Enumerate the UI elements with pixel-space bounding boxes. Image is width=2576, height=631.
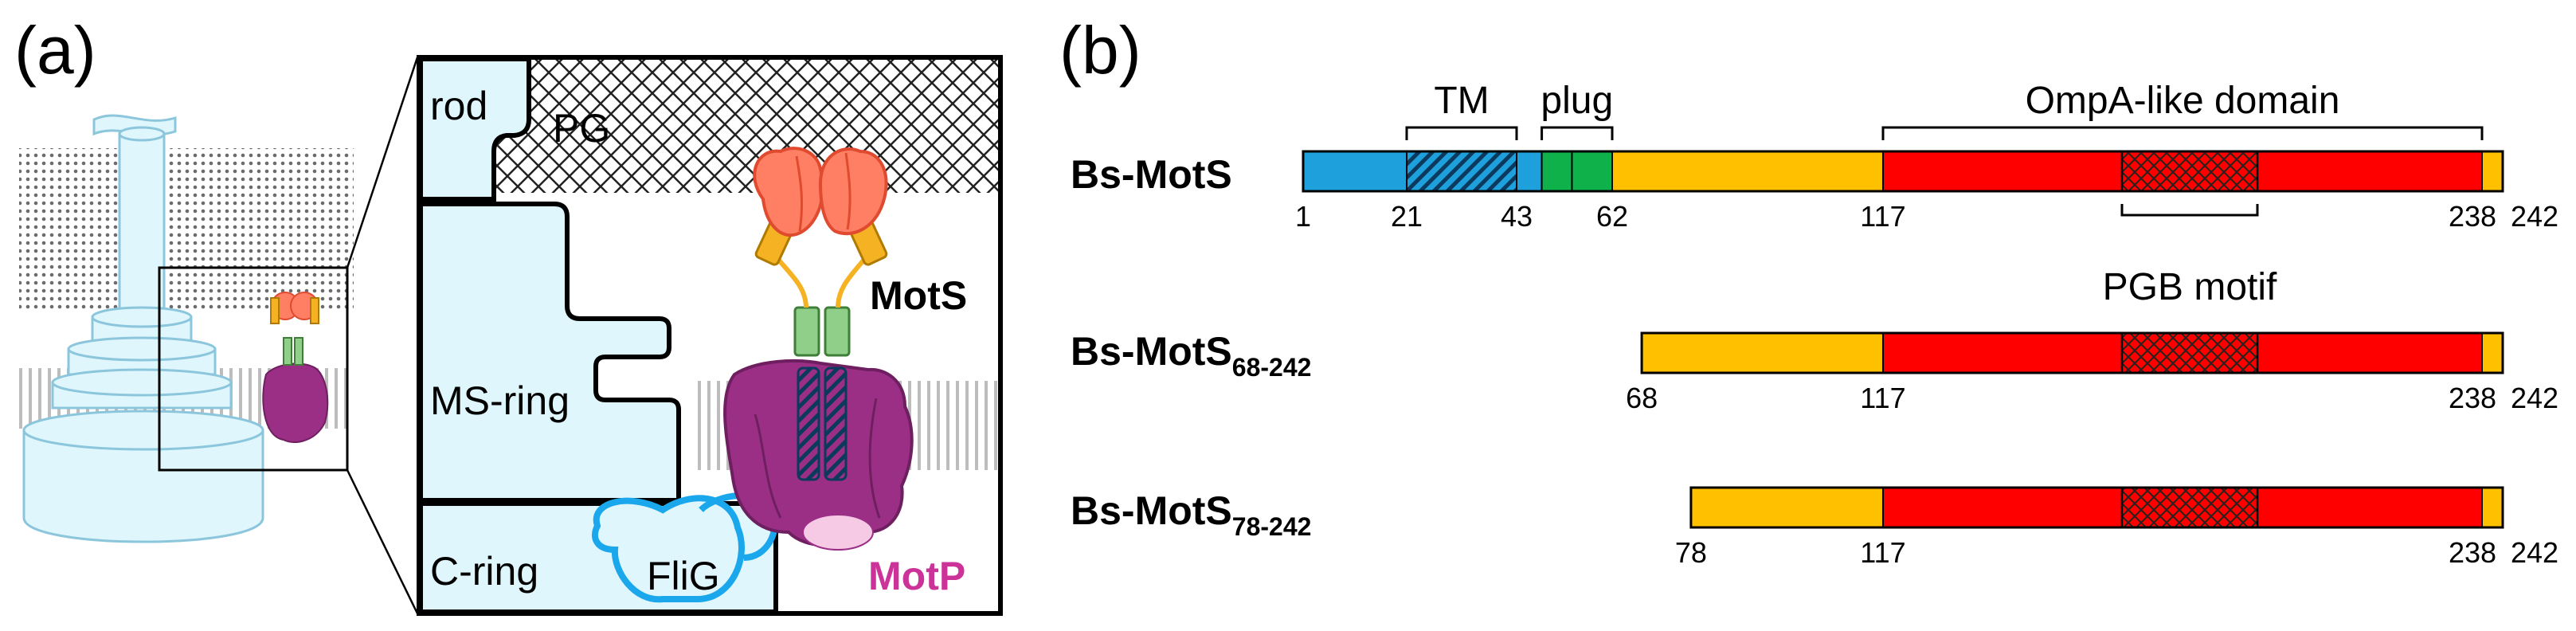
pgb-motif-region — [2120, 331, 2259, 374]
domain-segment — [1302, 151, 1407, 192]
tm-annotation: TM — [1434, 80, 1489, 122]
panel-a: (a) — [14, 13, 1003, 616]
plug-bracket — [1541, 126, 1614, 140]
residue-tick-label: 43 — [1501, 200, 1533, 233]
mots-ompa-left — [753, 147, 824, 237]
domain-segment — [2481, 487, 2504, 528]
protein-name-full: Bs-MotS — [1071, 152, 1232, 197]
tm-segment — [1406, 151, 1517, 192]
detail-frame — [417, 55, 1003, 616]
panel-b: (b) 1 21 43 62 117 238 242 68 117 238 242 78 117 238 2… — [1059, 13, 2558, 569]
motp-cytoplasmic-tail — [802, 514, 874, 551]
domain-segment — [2481, 332, 2504, 374]
peptidoglycan-layer-small — [19, 148, 354, 309]
mots-plug-left — [793, 306, 820, 357]
residue-tick-label: 78 — [1675, 536, 1707, 569]
c-ring-small — [22, 429, 264, 543]
panel-b-label: (b) — [1059, 13, 1141, 88]
domain-segment — [1611, 151, 1884, 192]
tm-bracket — [1405, 126, 1518, 140]
motor-overview — [19, 114, 354, 543]
domain-segment — [1541, 151, 1573, 192]
label-pg: PG — [553, 106, 610, 151]
protein-bar-outline — [1689, 486, 2504, 529]
label-ms-ring: MS-ring — [430, 378, 570, 423]
ompa-annotation: OmpA-like domain — [2026, 80, 2340, 122]
residue-tick-label: 117 — [1860, 536, 1905, 569]
rod-small — [118, 132, 166, 319]
domain-segment — [1689, 487, 1885, 528]
residue-tick-label: 21 — [1391, 200, 1423, 233]
label-flig: FliG — [647, 554, 720, 598]
zoom-line-bottom — [346, 469, 419, 614]
peptidoglycan-layer — [494, 59, 999, 193]
rod-block — [418, 57, 531, 202]
pgb-motif-region — [2120, 486, 2259, 529]
mots-tm-helix-left — [797, 366, 820, 481]
protein-name-78-242: Bs-MotS78-242 — [1071, 488, 1311, 541]
ompa-bracket — [1881, 126, 2484, 140]
protein-name-68-242: Bs-MotS68-242 — [1071, 329, 1311, 382]
panel-a-label: (a) — [14, 13, 96, 88]
flig-blob — [592, 495, 745, 603]
mots-tm-helix-right — [824, 366, 848, 481]
residue-tick-label: 242 — [2511, 536, 2558, 569]
residue-tick-label: 242 — [2511, 382, 2558, 414]
residue-tick-label: 238 — [2449, 382, 2496, 414]
label-rod: rod — [430, 84, 487, 128]
residue-tick-label: 238 — [2449, 536, 2496, 569]
residue-tick-label: 238 — [2449, 200, 2496, 233]
pgb-motif-region — [2120, 150, 2259, 193]
motp-small — [262, 363, 329, 443]
pgb-bracket — [2120, 204, 2259, 217]
mots-plug-right — [824, 306, 851, 357]
residue-tick-label: 117 — [1860, 382, 1905, 414]
residue-tick-label: 1 — [1295, 200, 1311, 233]
domain-segment — [1571, 151, 1613, 192]
ms-ring-block — [418, 202, 681, 503]
residue-tick-label: 68 — [1626, 382, 1658, 414]
mots-ompa-right — [818, 147, 888, 236]
domain-segment — [2481, 151, 2504, 192]
label-mots: MotS — [870, 273, 967, 318]
motor-detail: rod PG MS-ring C-ring FliG MotS MotP — [417, 55, 1003, 616]
residue-tick-label: 242 — [2511, 200, 2558, 233]
domain-segment — [1516, 151, 1543, 192]
protein-bar-outline — [1302, 150, 2504, 193]
domain-bars: 1 21 43 62 117 238 242 68 117 238 242 78 117 238 242 — [1295, 150, 2558, 569]
domain-segment — [1641, 332, 1884, 374]
protein-bar-outline — [1640, 331, 2504, 374]
plug-annotation: plug — [1541, 80, 1613, 122]
label-c-ring: C-ring — [430, 549, 538, 594]
residue-tick-label: 62 — [1596, 200, 1628, 233]
pgb-annotation: PGB motif — [2103, 266, 2277, 308]
zoom-box — [158, 266, 349, 472]
residue-tick-label: 117 — [1860, 200, 1905, 233]
label-motp: MotP — [868, 554, 965, 598]
zoom-line-top — [346, 57, 419, 268]
